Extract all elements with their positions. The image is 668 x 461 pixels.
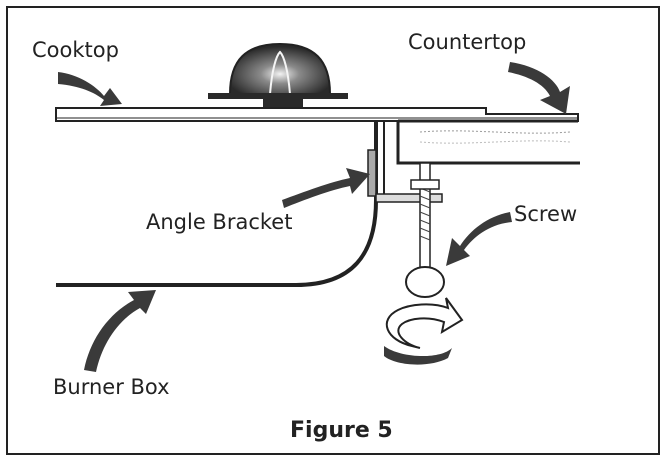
- screw-label: Screw: [514, 202, 578, 226]
- angle-bracket: [367, 149, 443, 203]
- burner-box-arrow: [84, 290, 156, 372]
- figure-caption: Figure 5: [290, 418, 393, 443]
- screw-arrow: [446, 212, 512, 266]
- countertop: [396, 119, 580, 165]
- cooktop-plate: [55, 107, 579, 122]
- angle-bracket-label: Angle Bracket: [146, 210, 293, 234]
- countertop-arrow: [508, 62, 570, 114]
- screw: [405, 162, 445, 298]
- rotation-arrow-icon: [384, 297, 464, 365]
- angle-bracket-arrow: [282, 168, 370, 208]
- cooktop-arrow: [58, 72, 122, 106]
- cooktop-label: Cooktop: [32, 38, 119, 62]
- countertop-label: Countertop: [408, 30, 527, 54]
- burner-knob: [208, 42, 348, 107]
- burner-box-label: Burner Box: [53, 375, 170, 399]
- figure-frame: [6, 6, 660, 455]
- burner-box: [56, 121, 385, 287]
